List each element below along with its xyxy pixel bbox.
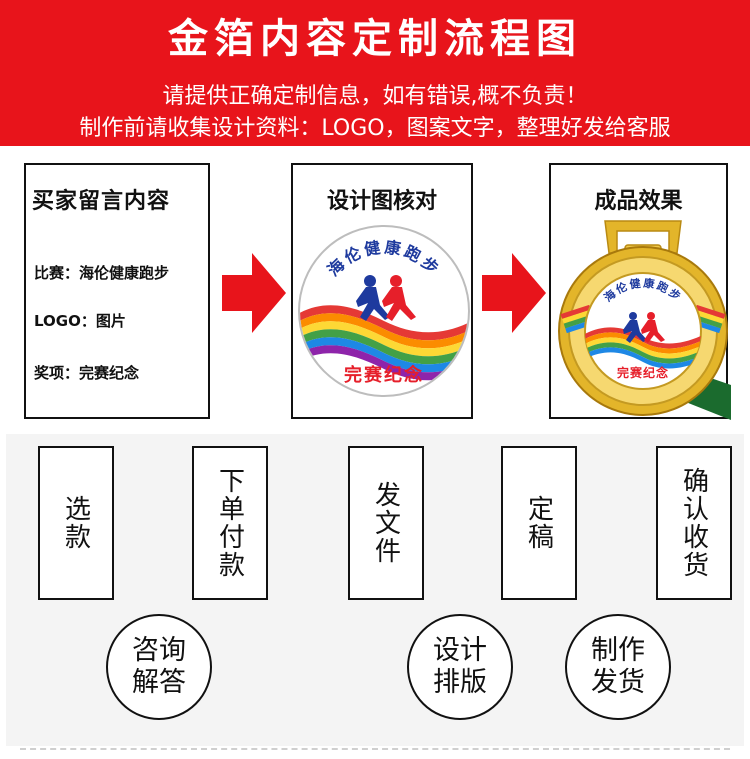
info-line-logo: LOGO：图片	[34, 312, 126, 330]
circle-label: 制作发货	[591, 635, 645, 698]
page-title: 金箔内容定制流程图	[168, 16, 582, 62]
header-banner: 金箔内容定制流程图 请提供正确定制信息，如有错误,概不负责！ 制作前请收集设计资…	[0, 0, 750, 146]
step-box-order-pay: 下单付款	[192, 446, 268, 600]
step-label: 确认收货	[678, 467, 709, 579]
circle-label: 设计排版	[433, 635, 487, 698]
info-line-award: 奖项：完赛纪念	[34, 364, 140, 382]
arrow-right-icon	[222, 253, 286, 333]
step-label: 下单付款	[214, 467, 245, 579]
buyer-message-panel: 买家留言内容 比赛：海伦健康跑步 LOGO：图片 奖项：完赛纪念	[24, 163, 210, 419]
medal-design-image: 海伦健康跑步 完赛纪念	[298, 225, 470, 397]
design-panel-title: 设计图核对	[326, 189, 437, 214]
circle-design-layout: 设计排版	[407, 614, 513, 720]
notice-line-1: 请提供正确定制信息，如有错误,概不负责！	[162, 84, 588, 109]
notice-line-2: 制作前请收集设计资料：LOGO，图案文字，整理好发给客服	[79, 116, 671, 141]
design-bottom-text: 完赛纪念	[344, 364, 424, 386]
design-check-panel: 设计图核对 海伦健康跑步 完赛纪念	[291, 163, 473, 419]
step-label: 发文件	[370, 481, 401, 565]
step-label: 定稿	[523, 495, 554, 551]
product-bottom-text: 完赛纪念	[617, 365, 669, 380]
circle-produce-ship: 制作发货	[565, 614, 671, 720]
step-box-confirm-receipt: 确认收货	[656, 446, 732, 600]
step-box-send-files: 发文件	[348, 446, 424, 600]
circle-consult: 咨询解答	[106, 614, 212, 720]
step-box-select: 选款	[38, 446, 114, 600]
product-panel-title: 成品效果	[594, 189, 683, 214]
step-box-finalize: 定稿	[501, 446, 577, 600]
medal-product-image: 海伦健康跑步 完赛纪念	[558, 220, 731, 420]
arrow-right-icon	[482, 253, 546, 333]
bottom-divider	[20, 748, 730, 750]
step-label: 选款	[60, 495, 91, 551]
buyer-panel-title: 买家留言内容	[32, 189, 171, 214]
info-line-match: 比赛：海伦健康跑步	[34, 264, 170, 282]
circle-label: 咨询解答	[132, 635, 186, 698]
product-effect-panel: 成品效果	[549, 163, 731, 420]
